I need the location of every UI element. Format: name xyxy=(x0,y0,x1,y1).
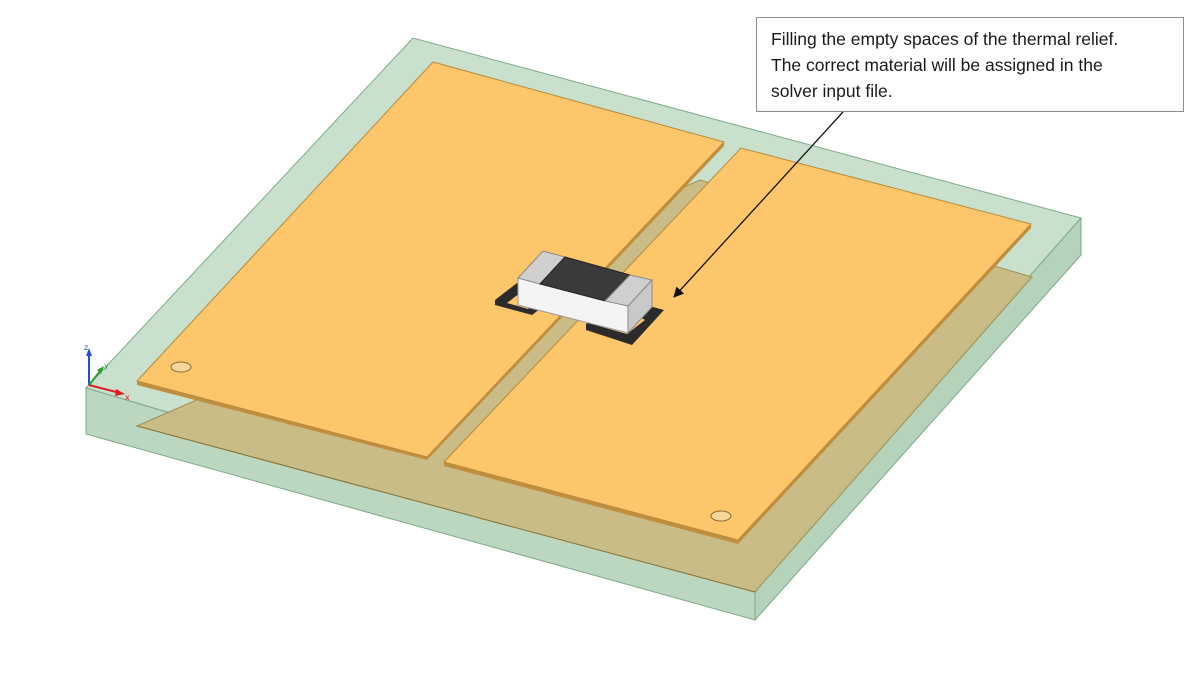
callout-leader-arrow xyxy=(673,111,844,298)
smd-component xyxy=(517,250,653,335)
callout-line-2: The correct material will be assigned in… xyxy=(771,55,1103,75)
top-copper-pad-right xyxy=(443,147,1032,544)
y-axis-arrow-icon xyxy=(97,366,104,374)
x-axis-line xyxy=(88,384,121,394)
z-axis-label: z xyxy=(84,343,88,352)
left-via-hole xyxy=(170,361,192,373)
left-pad-surface xyxy=(136,61,725,458)
axis-triad: z y x xyxy=(84,343,130,402)
z-axis-arrow-icon xyxy=(86,348,92,356)
right-via-hole xyxy=(710,510,732,522)
x-axis-label: x xyxy=(125,393,130,402)
callout-line-3: solver input file. xyxy=(771,81,893,101)
top-copper-pad-left xyxy=(136,61,725,460)
x-axis-arrow-icon xyxy=(115,389,125,396)
component-terminal-right xyxy=(604,274,653,307)
y-axis-label: y xyxy=(104,361,109,370)
callout-line-1: Filling the empty spaces of the thermal … xyxy=(771,29,1119,49)
annotation-callout-box: Filling the empty spaces of the thermal … xyxy=(756,17,1184,112)
y-axis-line xyxy=(88,369,102,386)
right-pad-surface xyxy=(443,147,1032,541)
